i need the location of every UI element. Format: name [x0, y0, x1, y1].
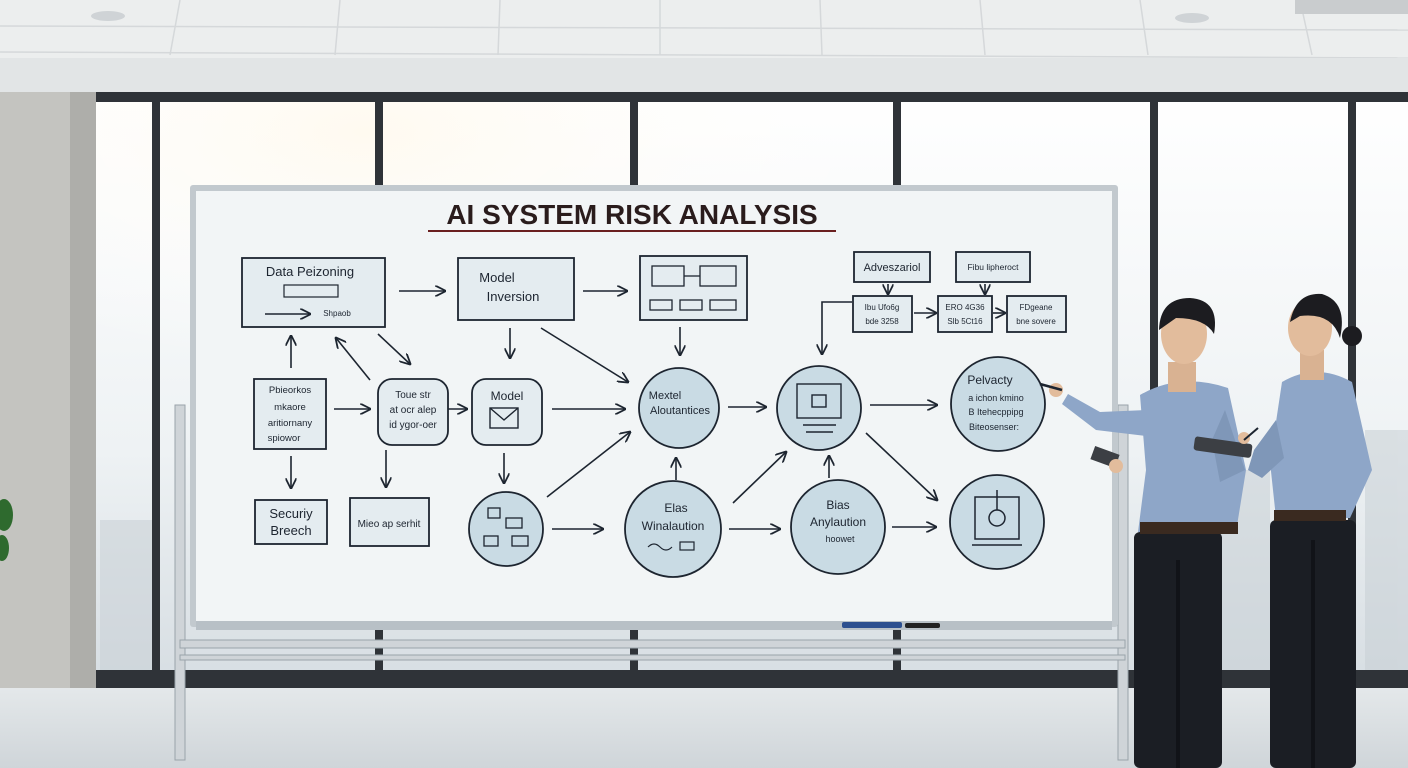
- node-text: a ichon kmino: [968, 393, 1024, 403]
- node-model-inversion: [457, 257, 575, 321]
- node-data-poisoning-inner: [283, 284, 339, 298]
- node-text: aritiornany: [268, 418, 313, 429]
- whiteboard-stand: [174, 404, 1129, 761]
- ceiling-beam: [0, 58, 1408, 94]
- person-man: [1039, 298, 1246, 768]
- node-model-attributes: [638, 367, 720, 449]
- ceiling-light: [1175, 13, 1209, 23]
- node-security-breach: [254, 499, 328, 545]
- node-text: Mieo ap serhit: [358, 519, 421, 530]
- node-text: Biteosenser:: [969, 422, 1019, 432]
- node-text: Winalaution: [642, 519, 705, 533]
- node-small-2: [937, 295, 993, 333]
- node-adversarial: [853, 251, 931, 283]
- devices-icon: [483, 507, 529, 547]
- node-privacy: [950, 356, 1046, 452]
- node-system-sketch: [639, 255, 748, 321]
- marker: [905, 623, 940, 628]
- node-left-box: [253, 378, 327, 450]
- node-text: Inversion: [487, 289, 540, 304]
- board-title: AI SYSTEM RISK ANALYSIS: [446, 199, 817, 230]
- diagram-arrows: [265, 284, 1005, 529]
- node-text: Slb 5Ct16: [947, 317, 983, 326]
- node-middle-box: [349, 497, 430, 547]
- ceiling-light: [91, 11, 125, 21]
- node-small-3: [1006, 295, 1067, 333]
- node-data-poisoning: [241, 257, 386, 328]
- node-text: mkaore: [274, 402, 306, 413]
- node-text: id ygor-oer: [389, 420, 437, 431]
- node-text: FDgeane: [1020, 303, 1053, 312]
- node-text: Pbieorkos: [269, 385, 311, 396]
- node-text: Model: [491, 389, 524, 403]
- node-text: Bias: [826, 498, 849, 512]
- column-shadow: [70, 92, 96, 690]
- system-sketch-icon: [649, 265, 737, 311]
- marker: [842, 622, 902, 628]
- node-text: Securiy: [269, 506, 313, 521]
- node-text: Adveszariol: [864, 262, 921, 274]
- node-text: Aloutantices: [650, 405, 710, 417]
- node-text: spiowor: [268, 433, 301, 444]
- node-devices-sketch: [468, 491, 544, 567]
- node-text: Shpaob: [323, 309, 351, 318]
- node-bias-amplification: [790, 479, 886, 575]
- node-text: Mextel: [649, 390, 681, 402]
- ceiling-vent: [1295, 0, 1408, 14]
- node-rounded: [377, 378, 449, 446]
- node-top-right: [955, 251, 1031, 283]
- node-text: bne sovere: [1016, 317, 1056, 326]
- node-small-1: [852, 295, 913, 333]
- node-text: Ibu Ufo6g: [865, 303, 900, 312]
- node-text: Anylaution: [810, 515, 866, 529]
- person-woman: [1193, 293, 1372, 768]
- node-text: Breech: [270, 523, 311, 538]
- node-text: hoowet: [825, 534, 855, 544]
- node-text: Data Peizoning: [266, 264, 354, 279]
- marker-tray: [196, 621, 1112, 630]
- robot-icon: [796, 383, 842, 433]
- plant: [0, 499, 13, 561]
- node-robot-sketch: [776, 365, 862, 451]
- node-text: at ocr alep: [390, 405, 437, 416]
- node-text: Pelvacty: [967, 373, 1012, 387]
- node-lock-sketch: [949, 474, 1045, 570]
- node-bias-evaluation: [624, 480, 722, 578]
- node-text: B Itehecppipg: [968, 407, 1023, 417]
- lock-icon: [972, 490, 1022, 546]
- node-text: Elas: [664, 501, 687, 515]
- node-text: ERO 4G36: [945, 303, 985, 312]
- node-text: Model: [479, 270, 515, 285]
- node-text: bde 3258: [865, 317, 899, 326]
- envelope-icon: [489, 407, 519, 429]
- ceiling-grid: [0, 0, 1408, 59]
- node-text: Toue str: [395, 390, 431, 401]
- node-text: Fibu lipheroct: [967, 262, 1019, 272]
- spectacles-sketch: [647, 541, 695, 551]
